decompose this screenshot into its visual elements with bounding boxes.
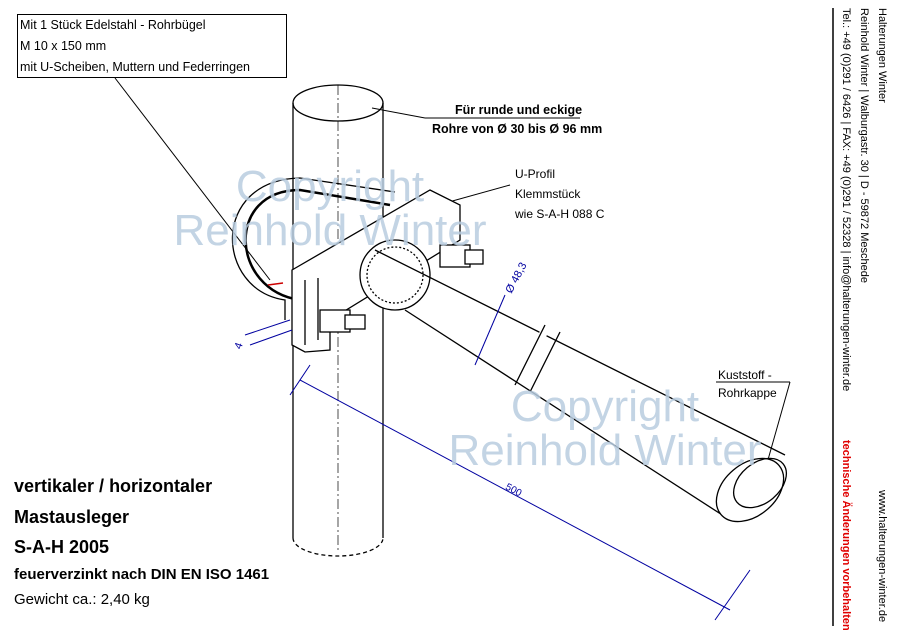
product-code: S-A-H 2005: [14, 537, 110, 557]
watermark-line: Reinhold Winter: [173, 206, 487, 255]
cap-note: Kuststoff - Rohrkappe: [718, 366, 777, 402]
u-profile-clamp: [291, 189, 484, 353]
company-address: Reinhold Winter | Walburgastr. 30 | D - …: [858, 8, 870, 283]
pipe-note-1: Für runde und eckige: [455, 103, 583, 117]
watermark-line: Copyright: [235, 162, 425, 211]
company-name: Halterungen Winter: [876, 8, 888, 103]
note-line: M 10 x 150 mm: [20, 39, 107, 53]
ubolt-note-box: Mit 1 Stück Edelstahl - Rohrbügel M 10 x…: [17, 14, 287, 78]
dimension-lines: [244, 294, 751, 621]
company-website[interactable]: www.halterungen-winter.de: [876, 490, 888, 623]
product-weight: Gewicht ca.: 2,40 kg: [14, 591, 150, 608]
disclaimer: technische Änderungen vorbehalten: [840, 440, 852, 631]
note-line: Kuststoff -: [718, 368, 772, 382]
watermark-line: Reinhold Winter: [448, 426, 762, 475]
note-line: mit U-Scheiben, Muttern und Federringen: [20, 60, 250, 74]
note-line: Mit 1 Stück Edelstahl - Rohrbügel: [20, 18, 206, 32]
horizontal-tube: [374, 249, 787, 523]
watermark-line: Copyright: [510, 382, 700, 431]
company-contact: Tel.: +49 (0)291 / 6426 | FAX: +49 (0)29…: [840, 8, 852, 392]
product-title-1: vertikaler / horizontaler: [14, 476, 213, 496]
note-line: U-Profil: [515, 167, 556, 181]
profile-note: U-Profil Klemmstück wie S-A-H 088 C: [515, 164, 604, 224]
note-line: wie S-A-H 088 C: [515, 207, 605, 221]
note-line: Rohrkappe: [718, 386, 777, 400]
pipe-note-2: Rohre von Ø 30 bis Ø 96 mm: [432, 122, 603, 136]
note-line: Klemmstück: [515, 187, 581, 201]
product-finish: feuerverzinkt nach DIN EN ISO 1461: [14, 566, 270, 583]
product-title-2: Mastausleger: [14, 507, 130, 527]
